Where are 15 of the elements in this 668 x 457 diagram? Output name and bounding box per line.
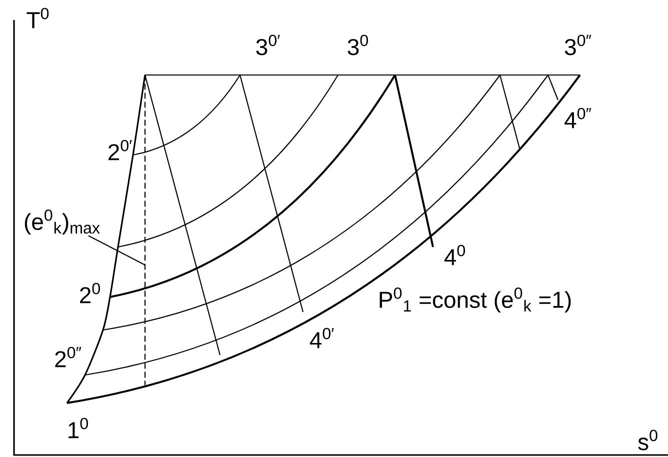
point-label: 4$^{0}$ bbox=[444, 244, 465, 266]
dashed-line bbox=[144, 74, 146, 386]
point-label: 3$^{0}$ bbox=[348, 34, 368, 56]
curve-label: (e$^{0}$$_{k}$)$_{max}$ bbox=[24, 209, 100, 235]
point-label: 2$^{0″}$ bbox=[55, 346, 82, 368]
point-label: 1$^{0}$ bbox=[68, 418, 88, 438]
axis-label: T$^{0}$ bbox=[26, 8, 49, 28]
leader-line bbox=[88, 235, 146, 266]
curve-label: P$^{0}$$_{1}$ =const (e$^{0}$$_{k}$ =1) bbox=[380, 287, 571, 313]
point-label: 4$^{0′}$ bbox=[310, 328, 334, 348]
point-label: 4$^{0″}$ bbox=[564, 108, 592, 128]
axis-label: s$^{0}$ bbox=[638, 430, 658, 450]
point-label: 2$^{0}$ bbox=[80, 282, 100, 304]
point-label: 3$^{0′}$ bbox=[256, 34, 280, 56]
point-label: 3$^{0″}$ bbox=[564, 34, 592, 56]
